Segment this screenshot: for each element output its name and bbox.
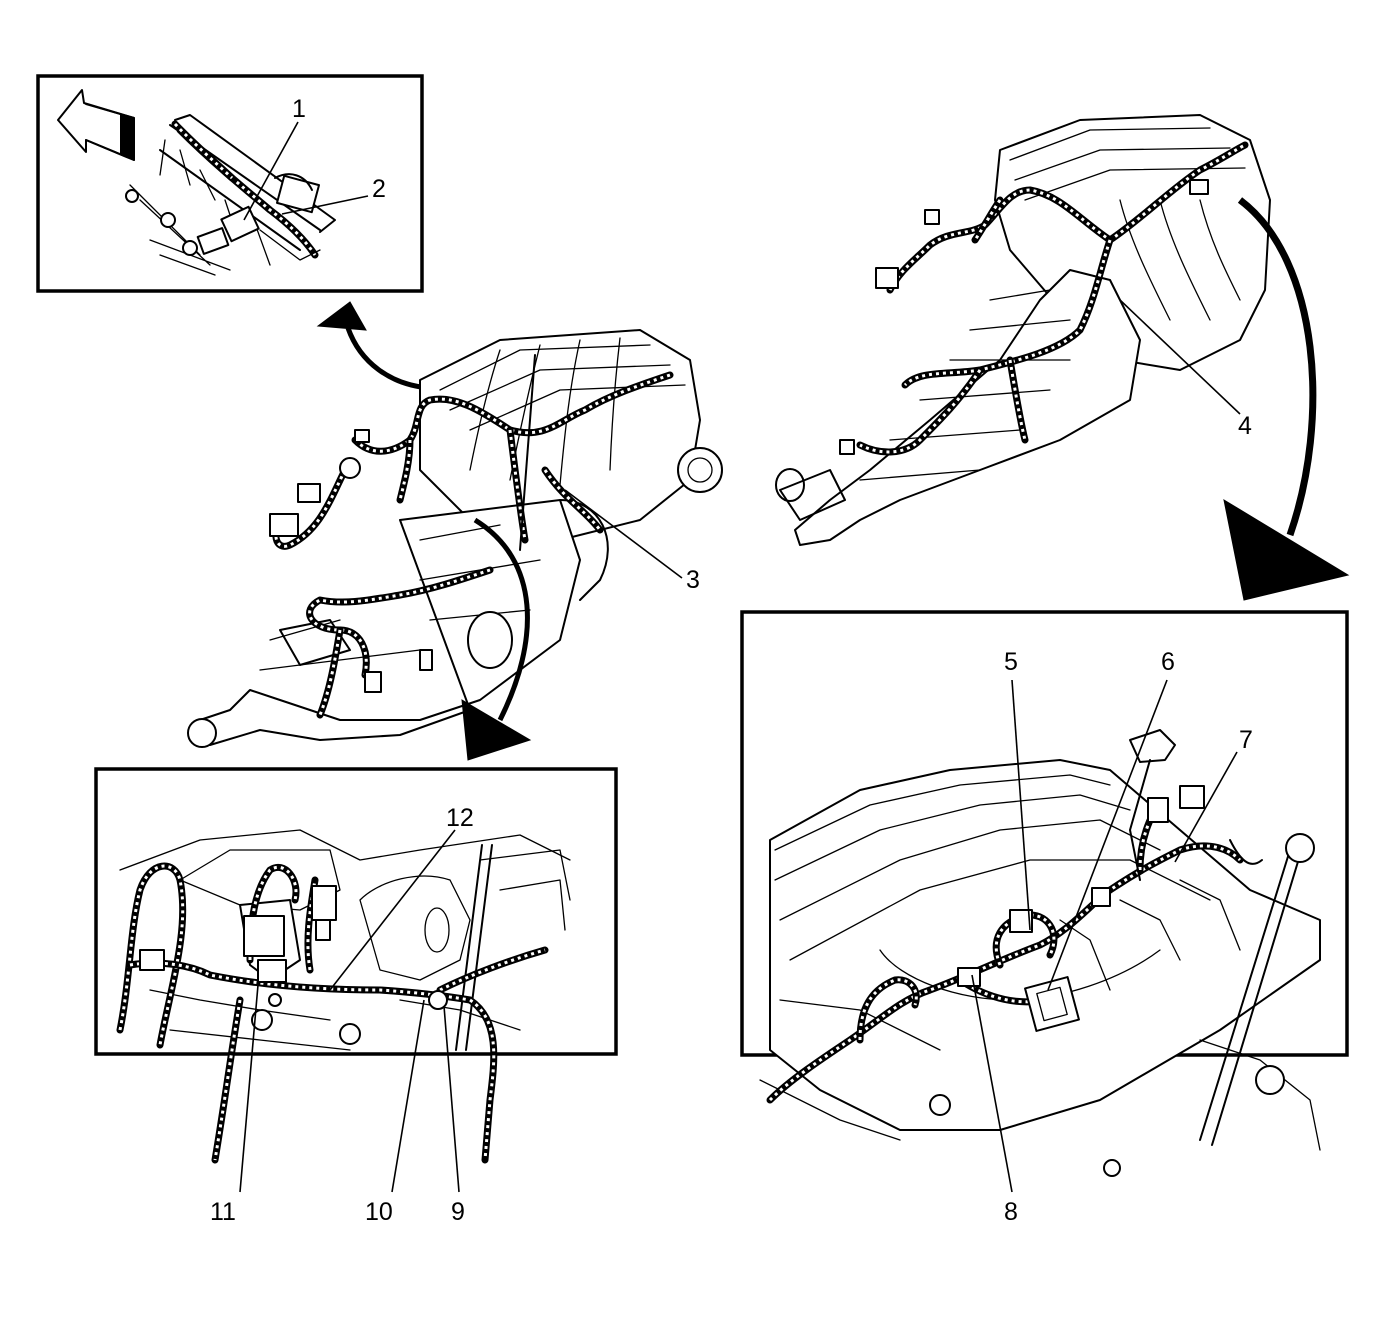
callout-9: 9	[451, 1198, 465, 1226]
detail-panel-bottom-right: 5 6 7 8	[740, 610, 1349, 1226]
curved-pointer-arrow-icon	[461, 517, 532, 761]
callout-3: 3	[686, 566, 700, 594]
inset-engine-detail	[125, 114, 336, 276]
leader-5	[1011, 679, 1031, 931]
callout-12: 12	[446, 804, 474, 832]
detail-panel-bottom-left: 12 11 10 9	[94, 767, 618, 1226]
front-direction-arrow-icon	[57, 89, 135, 161]
callout-6: 6	[1161, 648, 1175, 676]
callout-11: 11	[210, 1198, 236, 1226]
leader-11	[239, 984, 259, 1193]
bottom-right-engine-detail	[759, 729, 1321, 1177]
curved-pointer-arrow-icon	[316, 301, 431, 391]
leader-2	[281, 195, 369, 215]
leader-6	[1047, 679, 1168, 991]
callout-8: 8	[1004, 1198, 1018, 1226]
callout-5: 5	[1004, 648, 1018, 676]
callout-1: 1	[292, 95, 306, 123]
callout-4: 4	[1238, 412, 1252, 440]
bottom-left-engine-detail	[116, 829, 571, 1164]
leader-1	[243, 121, 299, 221]
callout-2: 2	[372, 175, 386, 203]
callout-10: 10	[365, 1198, 393, 1226]
leader-7	[1174, 751, 1238, 863]
leader-12	[329, 829, 456, 991]
inset-panel-top-left: 1 2	[36, 74, 424, 293]
leader-3	[564, 489, 683, 579]
leader-4	[1119, 299, 1241, 415]
callout-7: 7	[1239, 726, 1253, 754]
leader-9	[443, 1005, 460, 1193]
curved-pointer-arrow-icon	[1223, 197, 1350, 601]
leader-10	[391, 999, 425, 1193]
leader-8	[971, 974, 1013, 1193]
engine-automatic-transmission	[187, 329, 723, 748]
engine-manual-transmission	[775, 114, 1271, 546]
